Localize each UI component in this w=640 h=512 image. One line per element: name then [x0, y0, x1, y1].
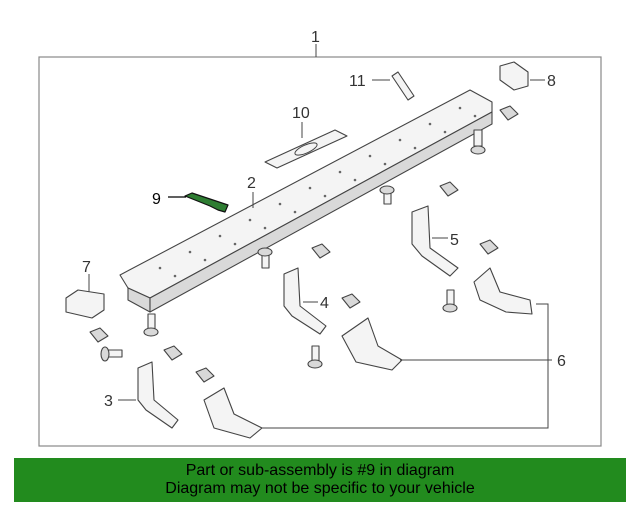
bracket-part-3[interactable] — [137, 361, 179, 429]
callout-3[interactable]: 3 — [104, 393, 113, 410]
diagram-frame — [38, 56, 602, 447]
callout-9[interactable]: 9 — [152, 191, 161, 208]
bracket-part-4[interactable] — [283, 267, 327, 335]
step-brackets-part-6[interactable] — [203, 267, 533, 439]
leader-6 — [262, 303, 549, 429]
end-cap-part-7[interactable] — [65, 289, 105, 319]
end-cap-part-8[interactable] — [470, 61, 529, 155]
callout-5[interactable]: 5 — [450, 232, 459, 249]
bracket-part-5[interactable] — [411, 205, 459, 277]
running-board-part-2[interactable] — [119, 89, 493, 313]
clip-part-11[interactable] — [391, 71, 415, 101]
callout-2[interactable]: 2 — [247, 175, 256, 192]
highlighted-part-9[interactable] — [184, 192, 229, 213]
banner-line-2: Diagram may not be specific to your vehi… — [165, 480, 475, 497]
callout-11[interactable]: 11 — [349, 73, 366, 90]
callout-1[interactable]: 1 — [311, 29, 320, 46]
callout-6[interactable]: 6 — [557, 353, 566, 370]
callout-7[interactable]: 7 — [82, 259, 91, 276]
callout-10[interactable]: 10 — [292, 105, 310, 122]
callout-4[interactable]: 4 — [320, 295, 329, 312]
callout-8[interactable]: 8 — [547, 73, 556, 90]
banner-line-1: Part or sub-assembly is #9 in diagram — [185, 462, 455, 479]
fasteners — [89, 181, 499, 383]
step-pad-part-10[interactable] — [264, 129, 348, 169]
info-banner: Part or sub-assembly is #9 in diagram Di… — [14, 458, 626, 502]
board-holes — [158, 106, 477, 278]
